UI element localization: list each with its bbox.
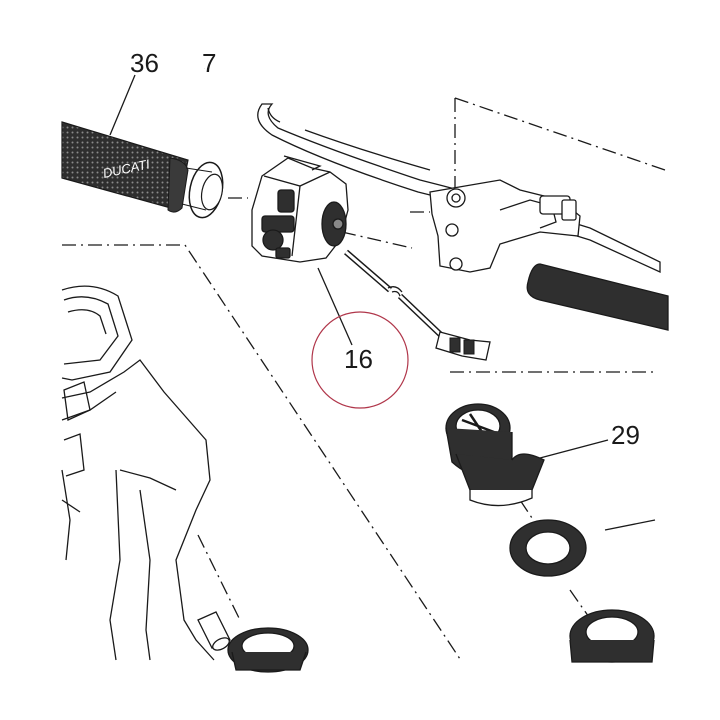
ignition-barrel (445, 403, 545, 507)
highlight-circle (311, 311, 409, 409)
throttle-grip (61, 121, 224, 219)
handlebar-section (526, 263, 669, 331)
callout-36: 36 (130, 48, 159, 78)
washer (509, 519, 587, 577)
leader-lines (109, 68, 656, 531)
knurled-nut (227, 627, 309, 673)
switch-housing (251, 155, 349, 263)
callout-7: 7 (202, 48, 217, 78)
brake-lever (257, 103, 661, 274)
fork-top-clamp (61, 285, 215, 661)
wiring-harness (344, 249, 491, 361)
callout-16: 16 (344, 344, 373, 374)
pin (197, 611, 231, 651)
lower-nut (569, 609, 655, 663)
callout-29: 29 (611, 420, 640, 450)
